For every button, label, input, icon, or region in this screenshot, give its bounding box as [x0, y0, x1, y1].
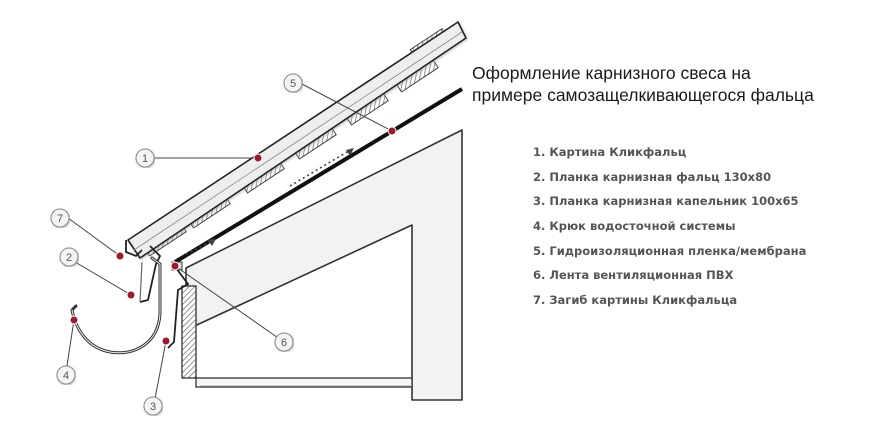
roofing-sheet — [127, 21, 467, 259]
callout-circle — [283, 73, 303, 93]
marker-dot — [126, 290, 136, 300]
fascia-board — [181, 285, 197, 379]
callout-1: 1 — [135, 148, 155, 168]
callout-number: 1 — [142, 153, 148, 165]
diagram-title: Оформление карнизного свеса на примере с… — [472, 62, 872, 106]
callout-markers — [69, 126, 397, 346]
callout-number: 7 — [57, 213, 63, 225]
marker-dot — [161, 336, 171, 346]
underlay-membrane — [173, 87, 464, 264]
callout-3: 3 — [143, 396, 163, 416]
soffit-board — [195, 377, 413, 388]
callout-number: 6 — [281, 337, 287, 349]
ventilation-arrow-upper — [289, 148, 353, 187]
marker-dot — [115, 251, 125, 261]
callout-number: 2 — [66, 252, 72, 264]
legend-item: 2. Планка карнизная фальц 130х80 — [533, 169, 772, 184]
marker-dot — [69, 315, 79, 325]
sheet-fold — [125, 240, 143, 258]
callout-5: 5 — [283, 73, 303, 93]
legend-item: 5. Гидроизоляционная пленка/мембрана — [533, 243, 807, 258]
callout-circle — [50, 208, 70, 228]
callout-number: 5 — [290, 78, 296, 90]
title-line-1: Оформление карнизного свеса на — [472, 63, 751, 83]
marker-dot — [170, 261, 180, 271]
legend-item: 4. Крюк водосточной системы — [533, 219, 736, 234]
callout-circle — [59, 247, 79, 267]
callout-circle — [135, 148, 155, 168]
callout-circle — [56, 365, 76, 385]
callout-number: 3 — [150, 401, 156, 413]
callout-7: 7 — [50, 208, 70, 228]
legend-item: 3. Планка карнизная капельник 100х65 — [533, 194, 799, 209]
legend-item: 6. Лента вентиляционная ПВХ — [533, 268, 734, 283]
eaves-strip — [139, 245, 162, 303]
title-line-2: примере самозащелкивающегося фальца — [472, 85, 814, 105]
callout-2: 2 — [59, 247, 79, 267]
legend-item: 7. Загиб картины Кликфальца — [533, 293, 738, 308]
callout-circle — [143, 396, 163, 416]
callout-number: 4 — [63, 370, 69, 382]
leader-lines — [65, 82, 393, 405]
legend-item: 1. Картина Кликфальц — [533, 145, 687, 159]
legend-list: 1. Картина Кликфальц 2. Планка карнизная… — [533, 140, 806, 313]
callout-4: 4 — [56, 365, 76, 385]
marker-dot — [253, 153, 263, 163]
drip-edge — [167, 267, 190, 349]
callout-6: 6 — [274, 332, 294, 352]
callout-circle — [274, 332, 294, 352]
ventilation-arrow-lower — [185, 239, 215, 255]
marker-dot — [387, 126, 397, 136]
